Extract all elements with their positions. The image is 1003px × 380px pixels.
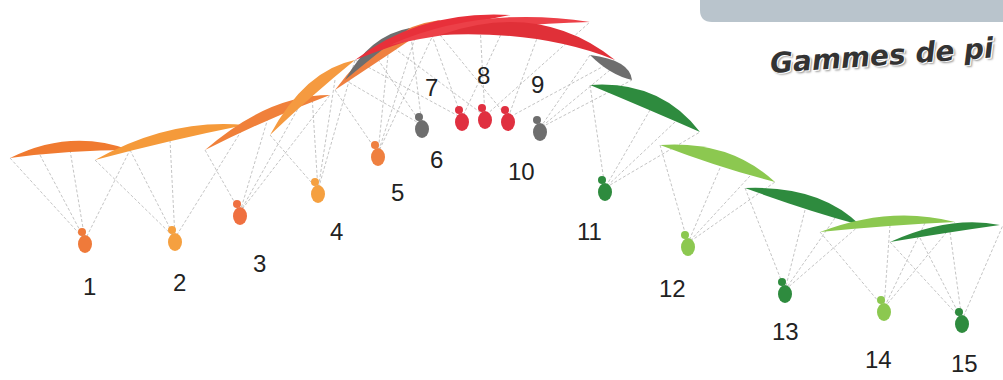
callout-number: 1 <box>83 275 96 299</box>
callout-number: 12 <box>659 277 686 301</box>
callout-number: 5 <box>391 181 404 205</box>
callout-number: 3 <box>253 252 266 276</box>
callout-number: 11 <box>577 220 602 244</box>
callout-number: 10 <box>508 160 535 184</box>
wings <box>10 15 1000 242</box>
suspension-lines <box>10 15 1003 320</box>
callout-number: 9 <box>531 73 544 97</box>
callout-number: 8 <box>477 64 490 88</box>
heading: Gammes de pi <box>769 34 994 78</box>
callout-number: 4 <box>330 220 343 244</box>
pilots <box>78 104 969 333</box>
callout-number: 2 <box>173 271 186 295</box>
callout-number: 14 <box>865 348 892 372</box>
callout-number: 13 <box>772 320 799 344</box>
callout-number: 6 <box>430 148 443 172</box>
header-panel <box>700 0 1003 22</box>
callout-number: 7 <box>425 76 438 100</box>
callout-number: 15 <box>951 352 978 376</box>
